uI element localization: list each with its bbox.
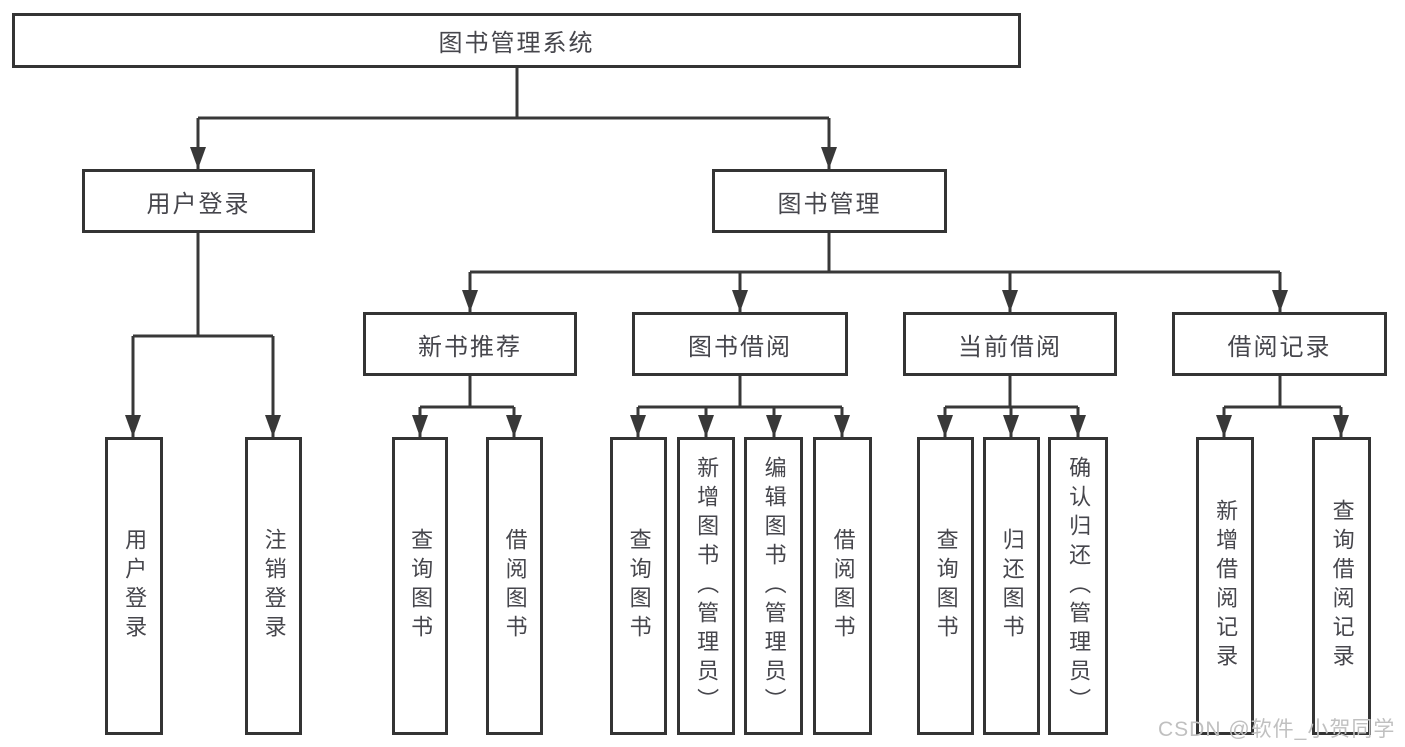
node-user-login: 用户登录 xyxy=(82,169,315,233)
leaf-query-books-current-label: 查询图书 xyxy=(933,528,959,644)
leaf-user-login-label: 用户登录 xyxy=(122,528,148,644)
leaf-return-books: 归还图书 xyxy=(983,437,1040,735)
node-book-management: 图书管理 xyxy=(712,169,947,233)
leaf-edit-books-admin-label: 编辑图书（管理员） xyxy=(761,455,787,717)
leaf-query-borrow-record-label: 查询借阅记录 xyxy=(1329,499,1355,673)
leaf-borrow-books-newbooks-label: 借阅图书 xyxy=(502,528,528,644)
node-borrowing-records: 借阅记录 xyxy=(1172,312,1387,376)
leaf-logout-login: 注销登录 xyxy=(245,437,302,735)
node-current-borrowing: 当前借阅 xyxy=(903,312,1117,376)
leaf-query-books-current: 查询图书 xyxy=(917,437,974,735)
node-new-book-recommend: 新书推荐 xyxy=(363,312,577,376)
leaf-borrow-books-borrowing: 借阅图书 xyxy=(813,437,872,735)
leaf-user-login: 用户登录 xyxy=(105,437,163,735)
leaf-borrow-books-borrowing-label: 借阅图书 xyxy=(830,528,856,644)
leaf-query-books-newbooks-label: 查询图书 xyxy=(408,528,434,644)
leaf-borrow-books-newbooks: 借阅图书 xyxy=(486,437,543,735)
node-root-system: 图书管理系统 xyxy=(12,13,1021,68)
csdn-watermark: CSDN @软件_小贺同学 xyxy=(1158,718,1396,741)
leaf-add-borrow-record: 新增借阅记录 xyxy=(1196,437,1254,735)
leaf-query-borrow-record: 查询借阅记录 xyxy=(1312,437,1371,735)
leaf-query-books-borrowing-label: 查询图书 xyxy=(626,528,652,644)
leaf-edit-books-admin: 编辑图书（管理员） xyxy=(744,437,803,735)
node-book-borrowing: 图书借阅 xyxy=(632,312,848,376)
leaf-query-books-borrowing: 查询图书 xyxy=(610,437,667,735)
leaf-logout-login-label: 注销登录 xyxy=(261,528,287,644)
leaf-return-books-label: 归还图书 xyxy=(999,528,1025,644)
leaf-query-books-newbooks: 查询图书 xyxy=(392,437,448,735)
leaf-add-books-admin: 新增图书（管理员） xyxy=(677,437,735,735)
leaf-confirm-return-admin: 确认归还（管理员） xyxy=(1048,437,1108,735)
leaf-confirm-return-admin-label: 确认归还（管理员） xyxy=(1066,455,1092,717)
leaf-add-borrow-record-label: 新增借阅记录 xyxy=(1213,499,1239,673)
leaf-add-books-admin-label: 新增图书（管理员） xyxy=(694,455,720,717)
